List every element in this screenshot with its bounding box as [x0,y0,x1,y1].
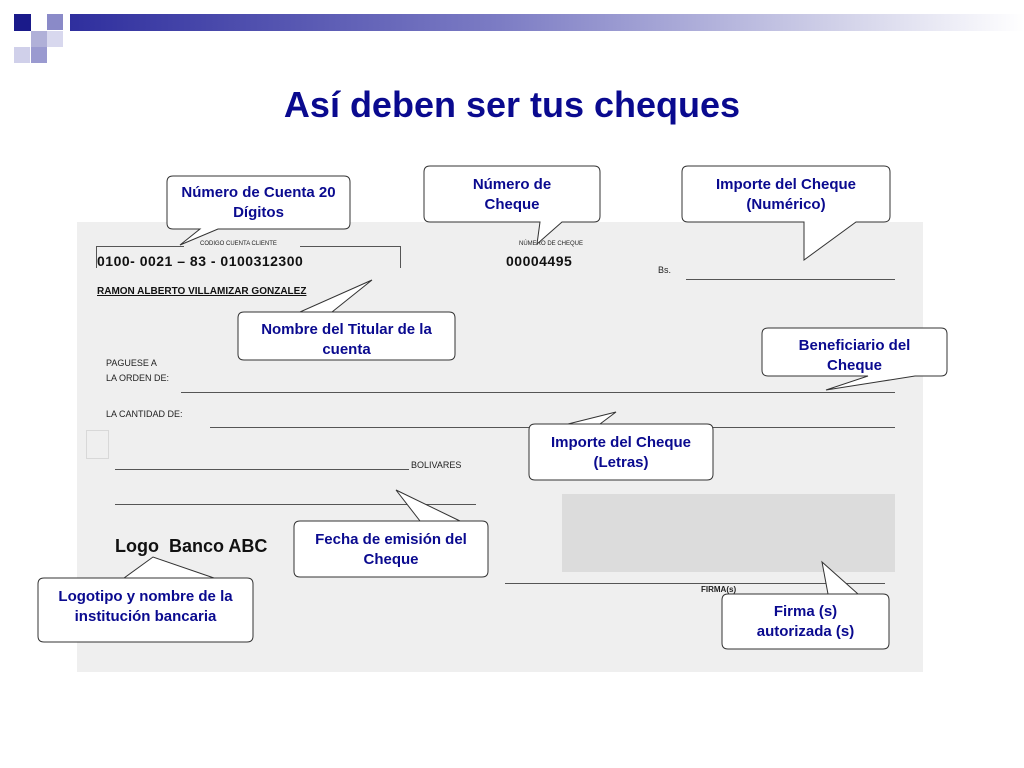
callout-numero-cheque-shape [423,165,601,246]
decor-square-light3 [47,31,63,47]
bolivares-label: BOLIVARES [411,460,462,470]
callout-fecha-emision: Fecha de emisión del Cheque [315,531,467,568]
slide-title: Así deben ser tus cheques [283,84,741,125]
numero-cheque-label: NÚMERO DE CHEQUE [519,241,584,247]
decor-square-mid [47,14,63,30]
account-number: 0100- 0021 – 83 - 0100312300 [97,253,304,269]
holder-name: RAMON ALBERTO VILLAMIZAR GONZALEZ [97,286,307,297]
account-field-top-line-left [96,246,184,247]
callout-numero-cheque: Número de Cheque [472,176,552,213]
callout-importe-letras-shape [528,411,714,481]
payee-line [181,392,895,393]
codigo-cuenta-label: CODIGO CUENTA CLIENTE [200,241,277,247]
orden-label: LA ORDEN DE: [106,373,170,383]
bank-logo-text: Logo Banco ABC [115,536,268,556]
account-field-top-line-right [300,246,400,247]
account-field-left-border [96,246,97,268]
decor-square-light2 [14,47,30,63]
callout-beneficiario: Beneficiario del Cheque [798,337,911,374]
callout-logotipo-shape [37,556,254,643]
check-marker-box [86,430,109,459]
date-line [115,504,476,505]
callout-importe-numerico: Importe del Cheque (Numérico) [715,176,857,213]
amount-numeric-line [686,279,895,280]
cantidad-label: LA CANTIDAD DE: [106,409,183,419]
callout-beneficiario-shape [761,327,948,391]
firma-label: FIRMA(s) [701,585,737,594]
callout-importe-numerico-shape [681,165,891,261]
paguese-label: PAGUESE A [106,358,157,368]
account-field-right-border [400,246,401,268]
signature-area [562,494,895,572]
header-gradient-bar [70,14,1024,31]
callout-numero-cuenta: Número de Cuenta 20 Dígitos [181,184,336,221]
signature-line [505,583,885,584]
callout-importe-letras: Importe del Cheque (Letras) [550,434,692,471]
decor-square-dark [14,14,31,31]
callout-logotipo: Logotipo y nombre de la institución banc… [58,588,233,625]
check-number: 00004495 [506,253,573,269]
callout-fecha-emision-shape [293,489,489,578]
amount-words-line-2 [115,469,409,470]
callout-numero-cuenta-shape [166,175,351,246]
callout-firma-shape [721,560,890,650]
callout-nombre-titular: Nombre del Titular de la cuenta [261,321,432,358]
decor-square-mid2 [31,47,47,63]
callout-nombre-titular-shape [237,279,456,361]
currency-label: Bs. [658,265,672,275]
decor-square-light [31,31,47,47]
callout-firma: Firma (s) autorizada (s) [756,603,855,640]
